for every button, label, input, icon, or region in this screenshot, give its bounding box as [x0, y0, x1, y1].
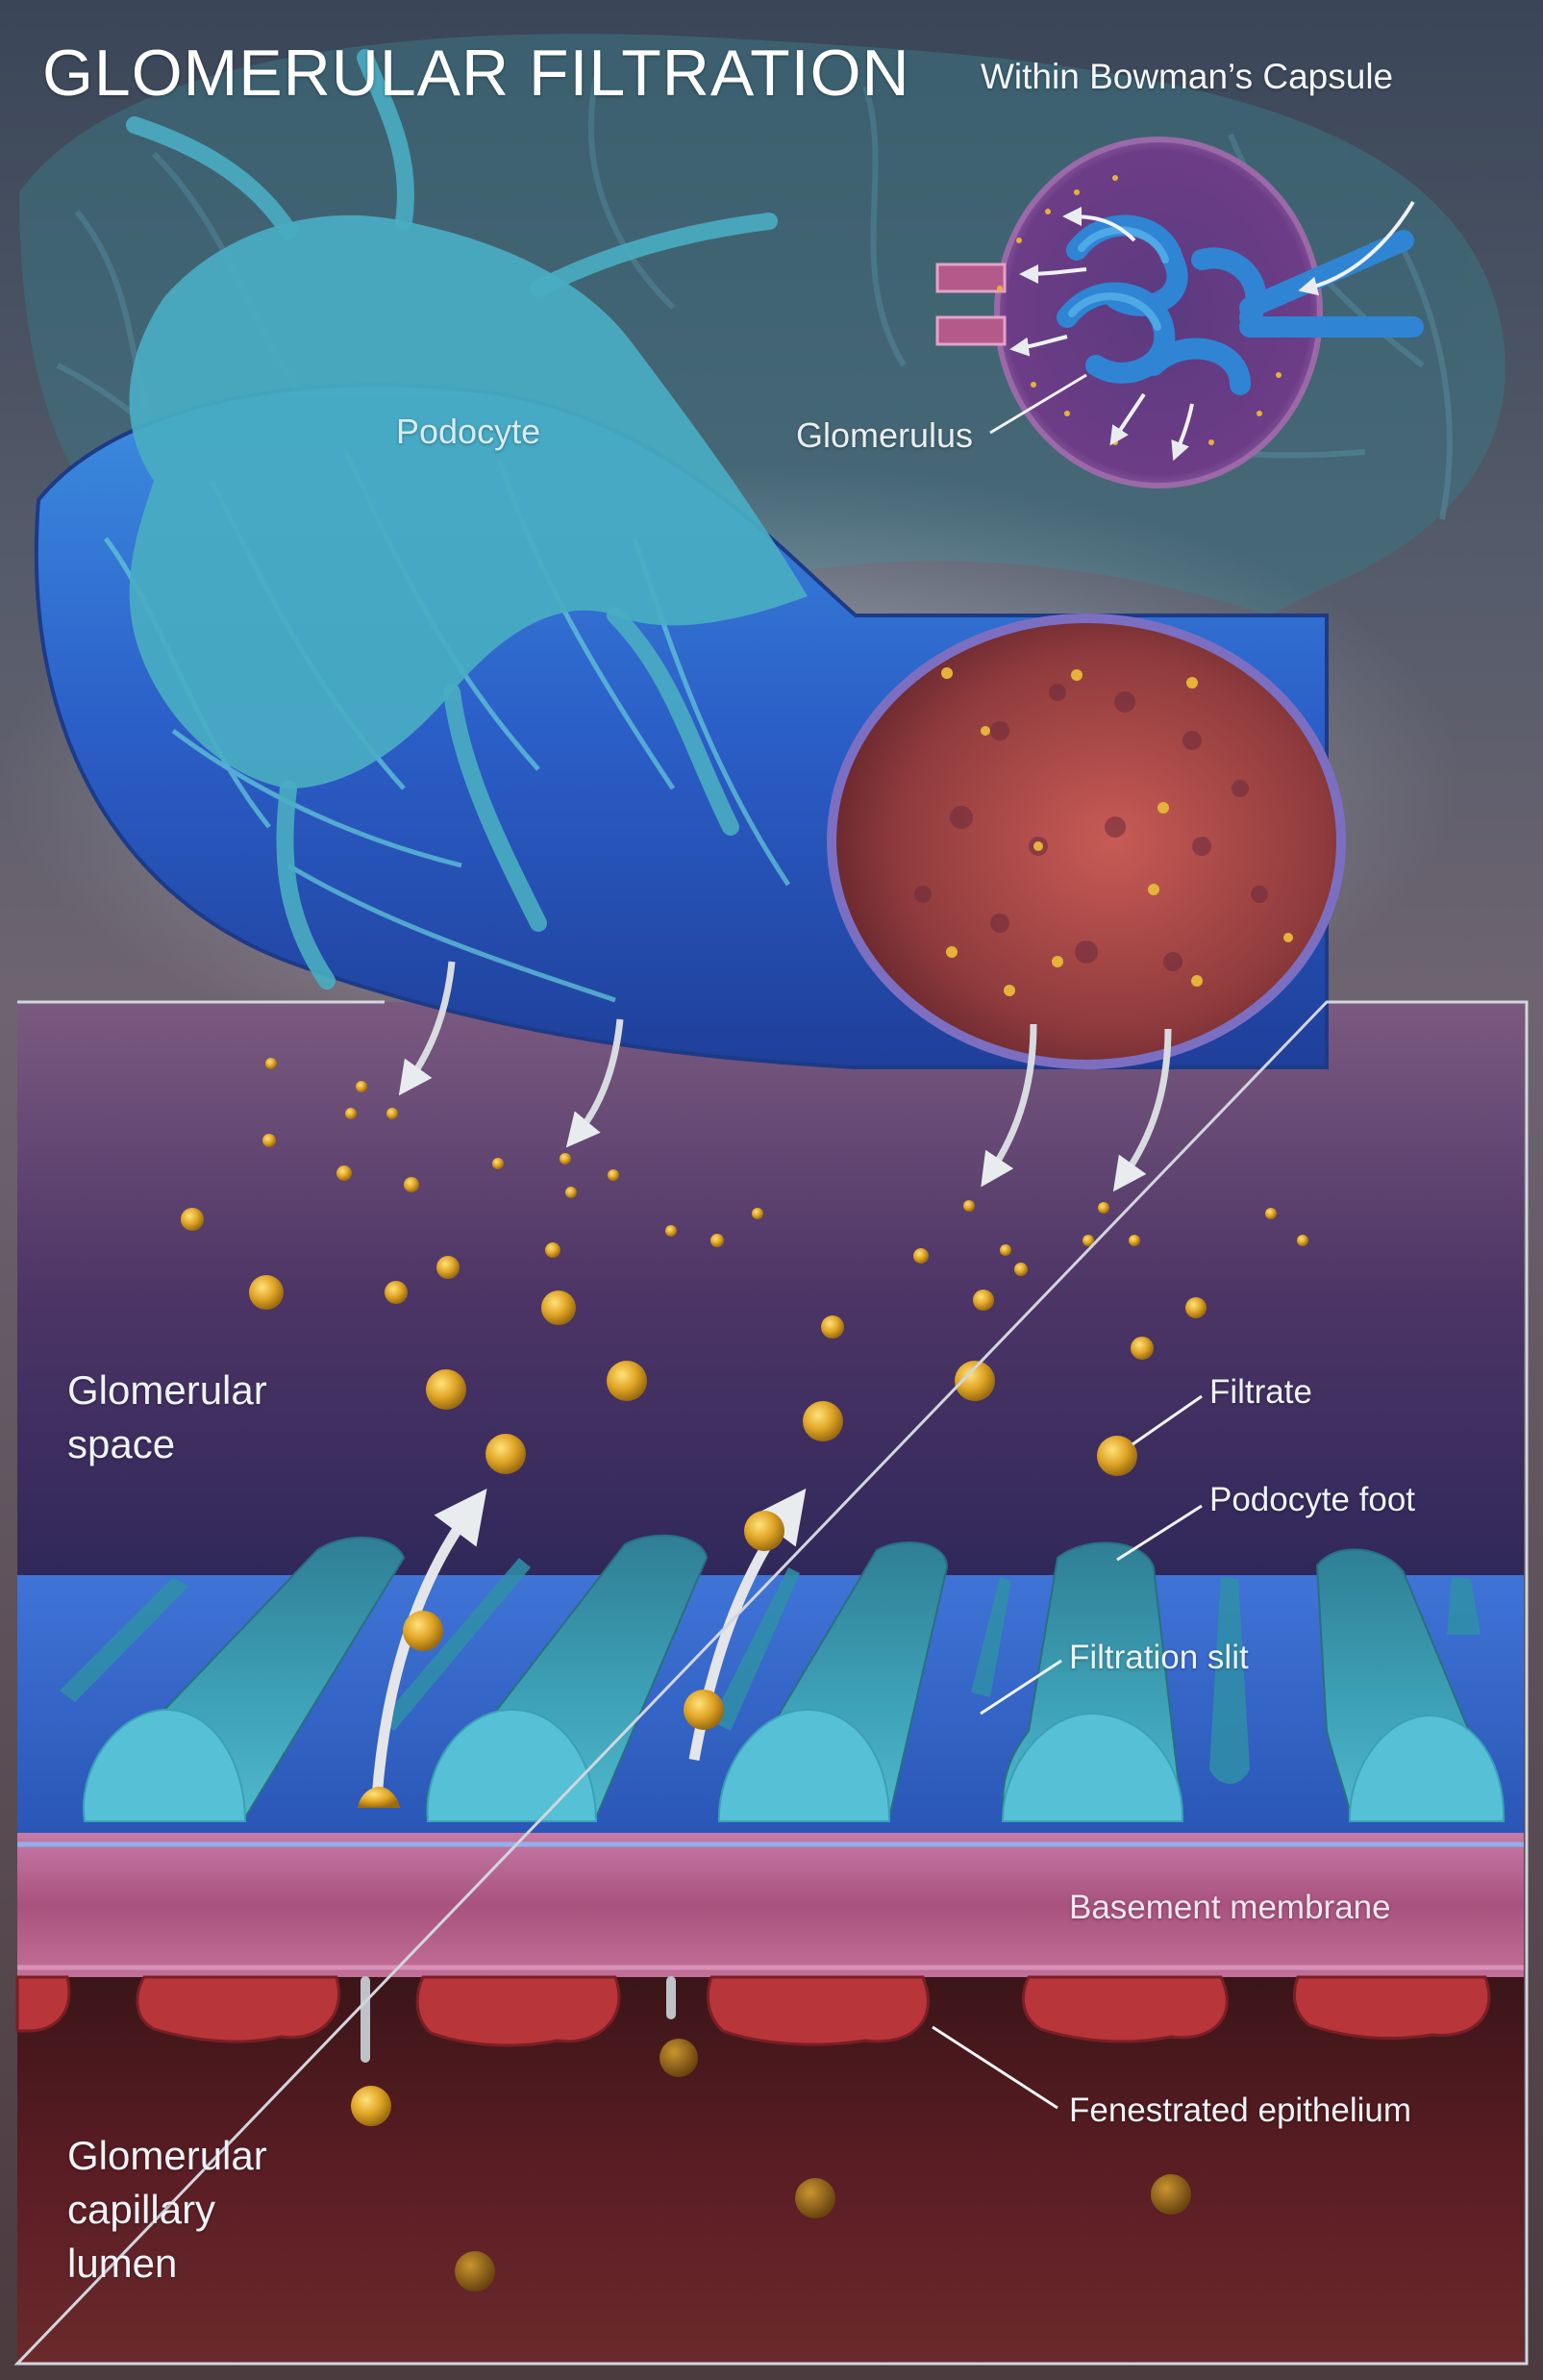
label-glomerulus: Glomerulus [796, 415, 973, 456]
label-glomerular-capillary-lumen: Glomerular capillary lumen [67, 2129, 267, 2291]
label-podocyte: Podocyte [396, 412, 540, 452]
page-subtitle: Within Bowman’s Capsule [981, 56, 1393, 98]
label-podocyte-foot: Podocyte foot [1209, 1481, 1415, 1519]
label-basement-membrane: Basement membrane [1069, 1889, 1391, 1927]
capillary-cut-face [832, 618, 1341, 1065]
label-glomerular-space: Glomerular space [67, 1364, 267, 1471]
label-filtration-slit: Filtration slit [1069, 1639, 1249, 1677]
label-fenestrated-epithelium: Fenestrated epithelium [1069, 2092, 1411, 2130]
page-title: GLOMERULAR FILTRATION [42, 37, 910, 110]
label-filtrate: Filtrate [1209, 1373, 1312, 1412]
